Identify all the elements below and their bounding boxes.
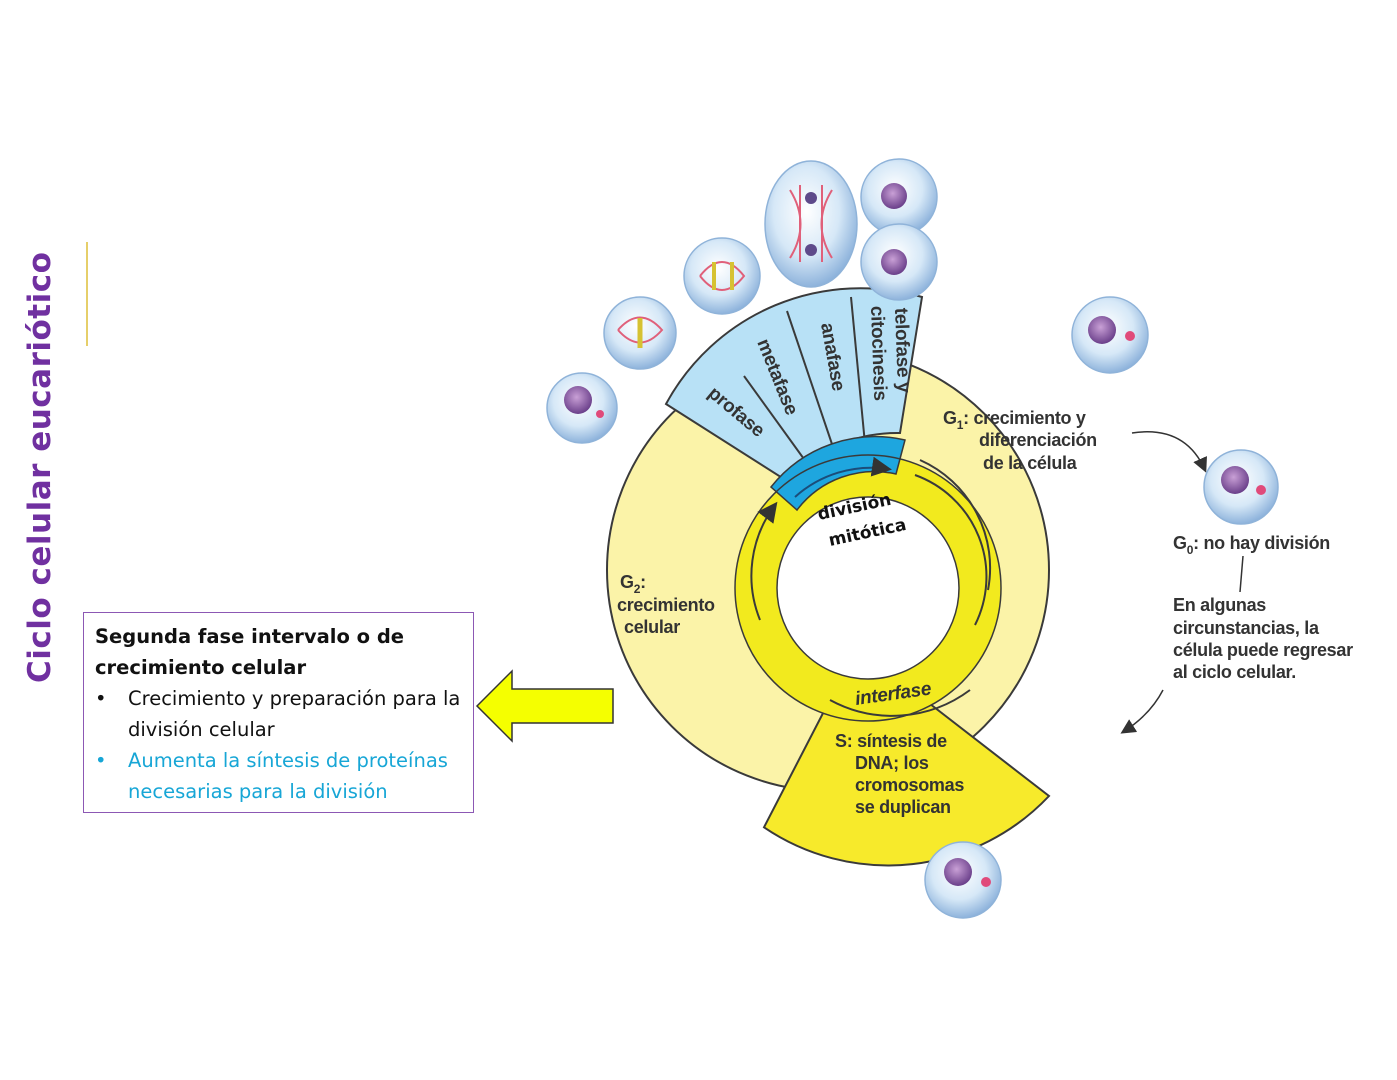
center-circle <box>776 496 960 680</box>
note-line-3: célula puede regresar <box>1173 640 1353 660</box>
s-line-3: cromosomas <box>855 775 964 795</box>
phase-divider <box>786 310 836 454</box>
cell-anafase <box>683 237 761 315</box>
g0-arrow-out <box>1131 431 1207 473</box>
bullet-dot: • <box>95 687 107 710</box>
s-line-4: se duplican <box>855 797 951 817</box>
cell-profase <box>546 372 618 444</box>
g2-line-2: crecimiento <box>617 595 715 615</box>
g0-connector <box>1239 555 1244 593</box>
bullet-text: Aumenta la síntesis de proteínas necesar… <box>128 749 448 803</box>
accent-line <box>86 242 88 346</box>
phase-label-citocinesis: citocinesis <box>866 305 890 401</box>
cell-telofase <box>764 160 858 288</box>
cell-metafase <box>603 296 677 370</box>
phase-divider <box>743 375 810 467</box>
s-phase-sector <box>762 627 1051 867</box>
g1-line-1: G1: crecimiento y <box>943 408 1086 432</box>
bullet-dot: • <box>95 749 107 772</box>
cell-g1 <box>1071 296 1149 374</box>
note-line-2: circunstancias, la <box>1173 618 1320 638</box>
bullet-item: • Crecimiento y preparación para la divi… <box>95 683 465 745</box>
g2-line-1: G2: <box>620 572 646 596</box>
pointer-arrow <box>475 669 614 743</box>
g2-line-3: celular <box>624 617 680 637</box>
g0-arrow-return <box>1120 689 1164 734</box>
phase-label-telofase: telofase y <box>890 307 914 393</box>
g0-label: G0: no hay división <box>1173 533 1330 557</box>
g1-line-2: diferenciación <box>979 430 1097 450</box>
s-line-2: DNA; los <box>855 753 929 773</box>
note-line-4: al ciclo celular. <box>1173 662 1296 682</box>
interphase-ring <box>735 455 1001 721</box>
bullet-text: Crecimiento y preparación para la divisi… <box>128 687 461 741</box>
phase-divider <box>850 296 866 445</box>
s-line-1: S: síntesis de <box>835 731 947 751</box>
bullet-item: • Aumenta la síntesis de proteínas neces… <box>95 745 465 807</box>
info-box: Segunda fase intervalo o de crecimiento … <box>83 612 474 813</box>
note-line-1: En algunas <box>1173 595 1266 615</box>
cell-s <box>924 841 1002 919</box>
info-heading: Segunda fase intervalo o de crecimiento … <box>95 625 405 679</box>
g1-line-3: de la célula <box>983 453 1078 473</box>
cell-citocinesis <box>860 158 938 301</box>
cell-g0 <box>1203 449 1279 525</box>
